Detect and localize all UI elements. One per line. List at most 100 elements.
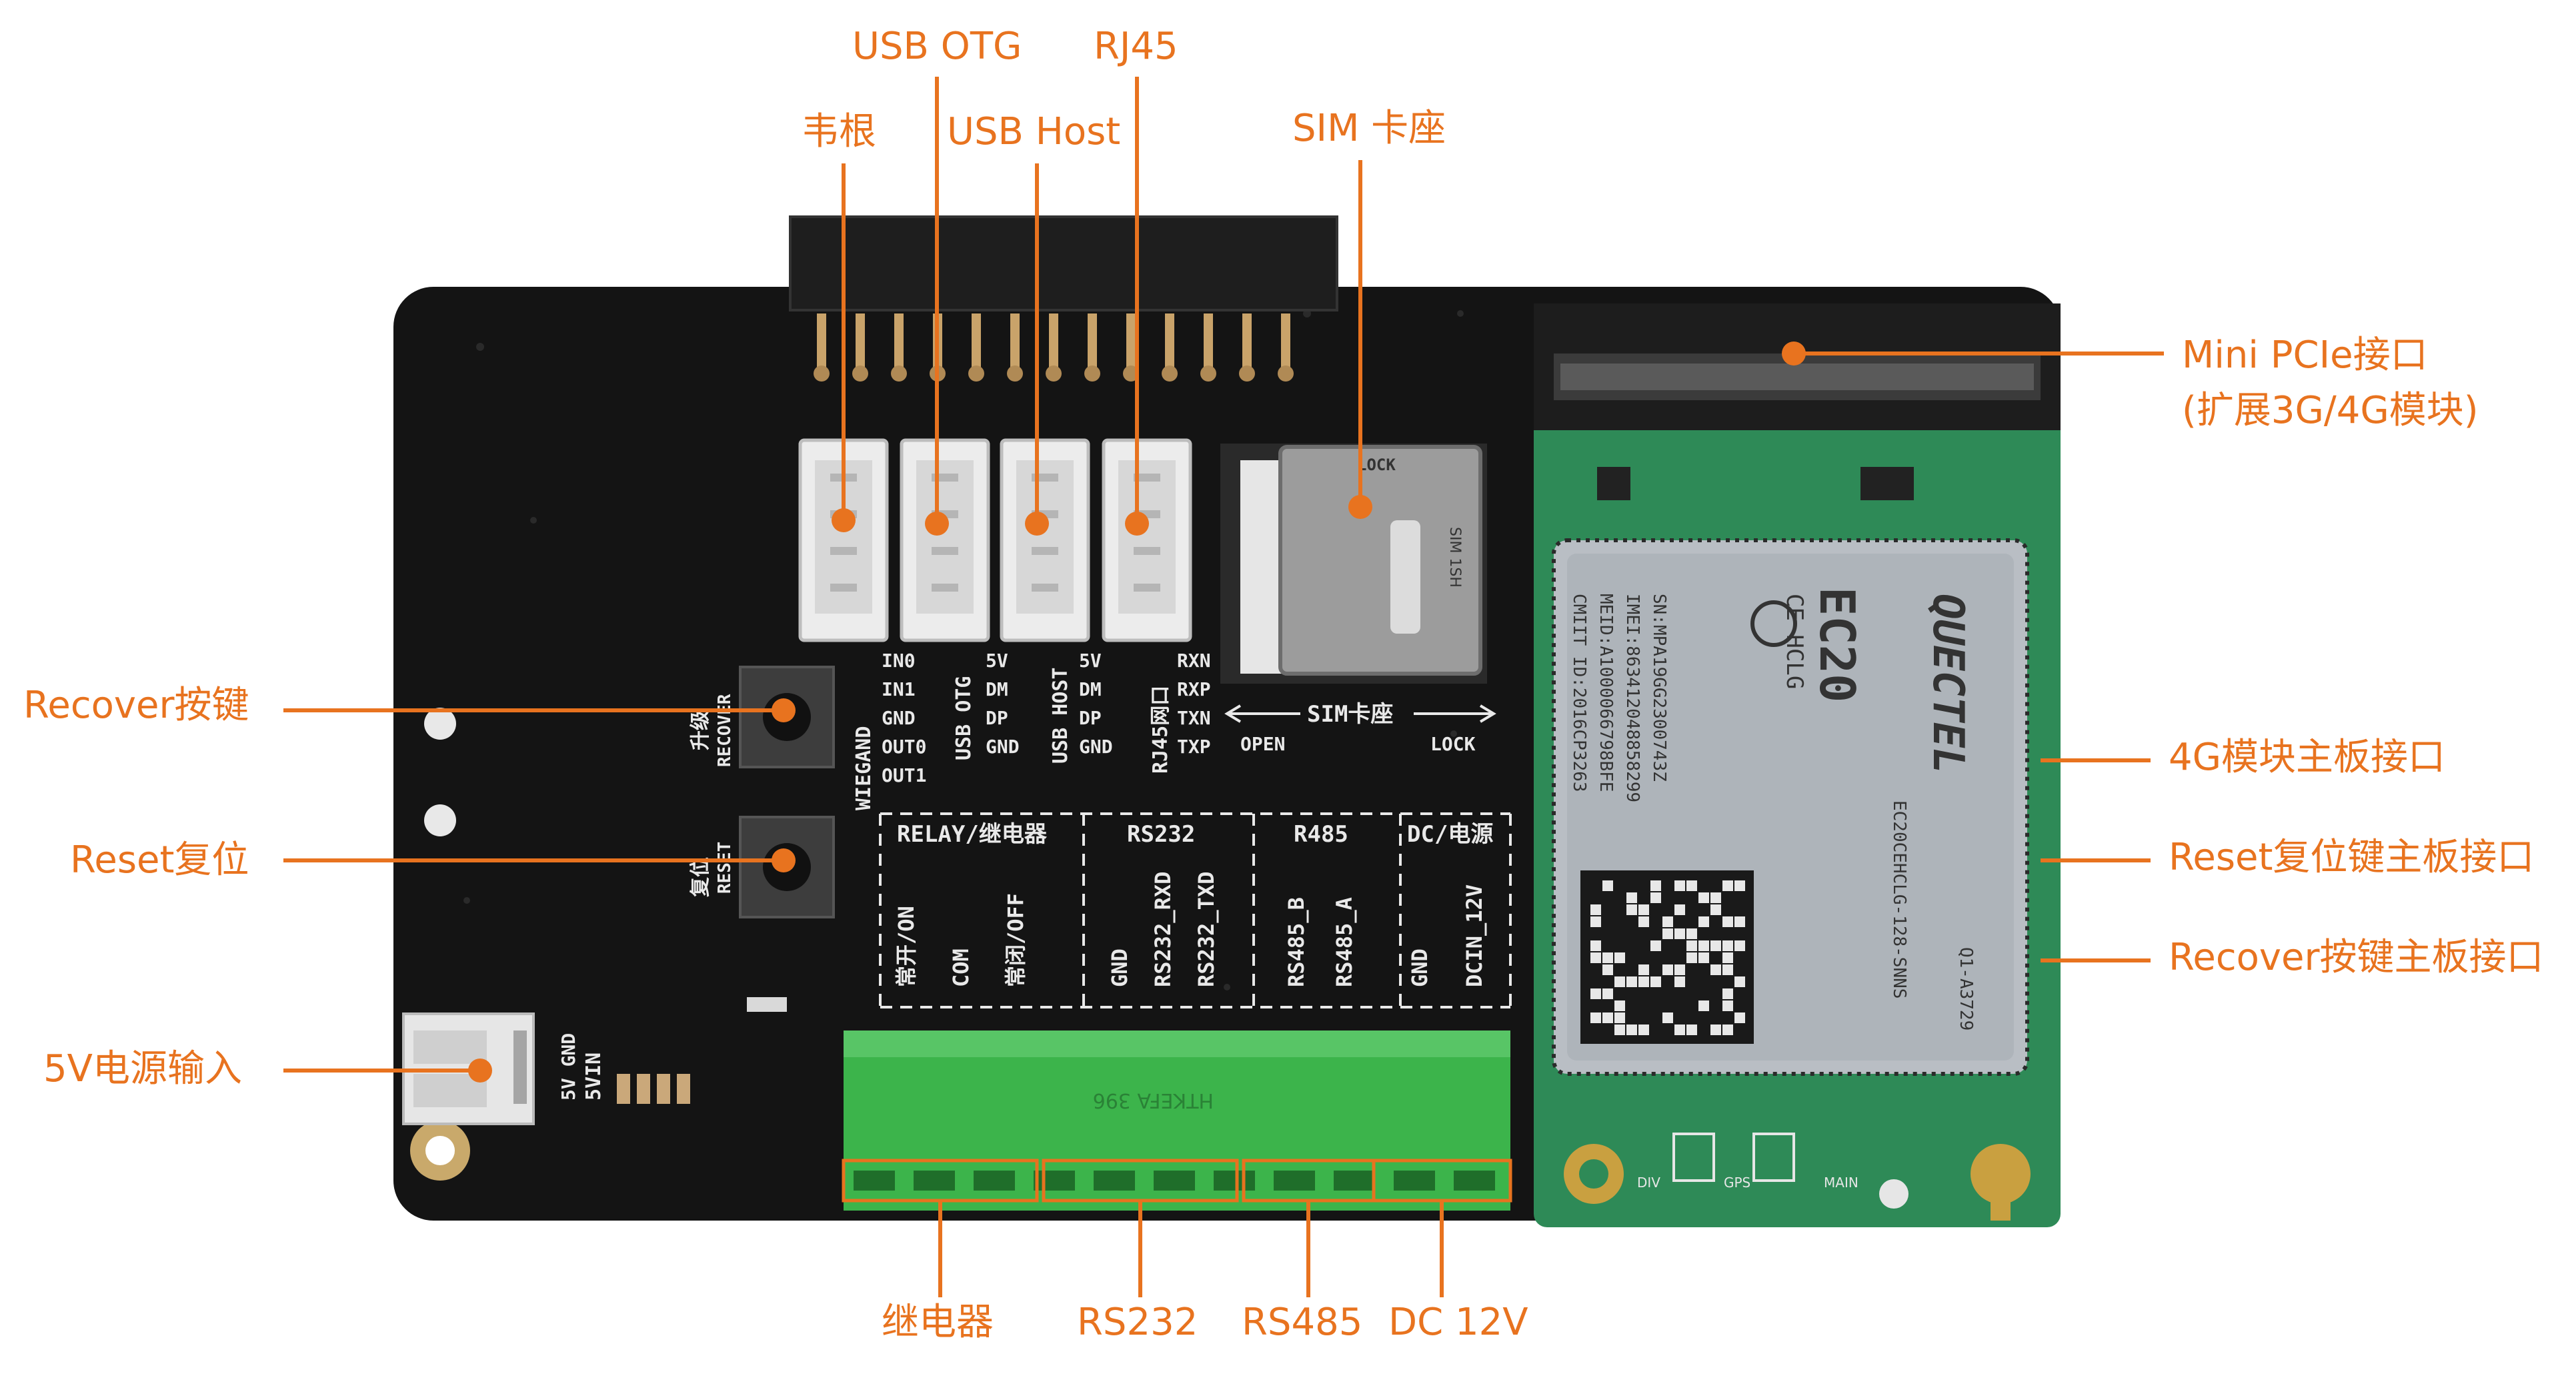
terminal-slot bbox=[1394, 1171, 1435, 1191]
header-pin bbox=[856, 313, 865, 370]
silk-reset-side: 复位 bbox=[689, 857, 712, 897]
qr-cell bbox=[1638, 964, 1649, 975]
qr-cell bbox=[1590, 988, 1601, 999]
qr-cell bbox=[1662, 928, 1673, 939]
qr-cell bbox=[1602, 988, 1613, 999]
silk-reset-side2: RESET bbox=[715, 842, 735, 894]
silk-wiegand-pin-3: OUT0 bbox=[882, 736, 926, 758]
qr-cell bbox=[1722, 952, 1733, 963]
silk-terminal-pin-2: 常闭/OFF bbox=[1003, 893, 1028, 987]
label-sim-holder: SIM 卡座 bbox=[1292, 107, 1446, 150]
qr-cell bbox=[1638, 904, 1649, 915]
qr-cell bbox=[1710, 964, 1721, 975]
header-pin-tip bbox=[1200, 366, 1216, 382]
silk-wiegand-title: WIEGAND bbox=[852, 726, 876, 810]
module-model: EC20 bbox=[1809, 587, 1865, 702]
module-sn: SN:MPA19GG2300743Z bbox=[1649, 594, 1669, 782]
leader-rj45-dot bbox=[1125, 512, 1149, 536]
qr-cell bbox=[1590, 1012, 1601, 1023]
callout-dots bbox=[468, 341, 1806, 1083]
silk-terminal-pin-8: GND bbox=[1407, 948, 1432, 987]
terminal-slot bbox=[1034, 1171, 1075, 1191]
qr-cell bbox=[1722, 1000, 1733, 1011]
terminal-slot bbox=[1214, 1171, 1255, 1191]
silk-usb-host-pin-0: 5V bbox=[1079, 650, 1102, 672]
qr-cell bbox=[1710, 1024, 1721, 1035]
qr-cell bbox=[1722, 1024, 1733, 1035]
pin-header-pins bbox=[814, 313, 1294, 382]
silk-usb-host-pin-1: DM bbox=[1079, 678, 1102, 700]
smd-resistors bbox=[617, 1074, 690, 1104]
label-weigen: 韦根 bbox=[802, 110, 876, 153]
terminal-slot bbox=[1274, 1171, 1315, 1191]
qr-cell bbox=[1638, 916, 1649, 927]
qr-cell bbox=[1698, 916, 1709, 927]
silk-relay-group: RELAY/继电器 bbox=[897, 821, 1048, 848]
silk-recover-side2: RECOVER bbox=[715, 694, 735, 767]
mount-hole bbox=[424, 708, 456, 740]
silk-rj45-pin-2: TXN bbox=[1177, 707, 1211, 729]
qr-cell bbox=[1614, 1000, 1625, 1011]
qr-cell bbox=[1698, 940, 1709, 951]
module-brand: QUECTEL bbox=[1923, 594, 1973, 774]
antenna-connectors bbox=[1564, 1133, 2031, 1221]
terminal-block: HTKEFA 396 bbox=[842, 1030, 1512, 1211]
qr-cell bbox=[1674, 880, 1685, 891]
qr-cell bbox=[1734, 880, 1745, 891]
terminal-slot bbox=[1154, 1171, 1195, 1191]
silk-rs232-group: RS232 bbox=[1127, 821, 1195, 848]
leader-usb-otg-dot bbox=[925, 512, 949, 536]
header-pin bbox=[894, 313, 904, 370]
qr-cell bbox=[1662, 916, 1673, 927]
qr-cell bbox=[1686, 880, 1697, 891]
leader-usb-host-dot bbox=[1025, 512, 1049, 536]
header-pin-tip bbox=[1046, 366, 1062, 382]
qr-cell bbox=[1602, 952, 1613, 963]
header-pin-tip bbox=[1084, 366, 1100, 382]
silk-rs485-group: R485 bbox=[1294, 821, 1348, 848]
label-relay: 继电器 bbox=[882, 1301, 994, 1344]
header-pin bbox=[1126, 313, 1136, 370]
qr-cell bbox=[1650, 940, 1661, 951]
qr-cell bbox=[1698, 952, 1709, 963]
module-revision: Q1-A3729 bbox=[1956, 947, 1976, 1030]
pin-header-housing bbox=[789, 215, 1338, 311]
silk-dc-group: DC/电源 bbox=[1407, 821, 1493, 848]
qr-cell bbox=[1734, 1012, 1745, 1023]
leader-weigen-dot bbox=[832, 508, 856, 532]
terminal-slot bbox=[914, 1171, 955, 1191]
qr-cell bbox=[1614, 976, 1625, 987]
silk-usb-otg-title: USB OTG bbox=[952, 676, 976, 760]
label-module-board-iface: 4G模块主板接口 bbox=[2169, 736, 2446, 779]
sim-lock-text: LOCK bbox=[1357, 456, 1396, 474]
label-recover-board-iface: Recover按键主板接口 bbox=[2169, 936, 2544, 979]
qr-cell bbox=[1614, 952, 1625, 963]
silk-usb-otg-pin-1: DM bbox=[986, 678, 1008, 700]
sim-caption-arrows: SIM卡座 OPEN LOCK bbox=[1224, 700, 1496, 755]
header-pin bbox=[1242, 313, 1252, 370]
qr-cell bbox=[1722, 880, 1733, 891]
leader-mini-pcie-dot bbox=[1782, 341, 1806, 366]
silk-usb-host-title: USB HOST bbox=[1049, 668, 1072, 764]
module-imei: IMEI:863412048858299 bbox=[1622, 594, 1642, 802]
header-pin bbox=[1088, 313, 1097, 370]
header-pin-tip bbox=[1162, 366, 1178, 382]
silk-terminal-pin-0: 常开/ON bbox=[894, 906, 919, 987]
qr-cell bbox=[1650, 880, 1661, 891]
silk-recover-side: 升级 bbox=[689, 710, 712, 750]
label-reset-button: Reset复位 bbox=[70, 838, 249, 882]
silk-sim-lock: LOCK bbox=[1430, 733, 1476, 755]
qr-cell bbox=[1734, 940, 1745, 951]
qr-cell bbox=[1722, 940, 1733, 951]
header-pin bbox=[1010, 313, 1020, 370]
silk-wiegand-pin-4: OUT1 bbox=[882, 764, 926, 786]
label-rj45: RJ45 bbox=[1094, 25, 1178, 68]
qr-cell bbox=[1626, 904, 1637, 915]
qr-cell bbox=[1602, 964, 1613, 975]
silk-usb-otg-pin-3: GND bbox=[986, 736, 1020, 758]
module-cmiit: CMIIT ID:2016CP3263 bbox=[1569, 594, 1589, 792]
terminal-slot bbox=[974, 1171, 1015, 1191]
silk-terminal-pin-1: COM bbox=[948, 948, 974, 987]
